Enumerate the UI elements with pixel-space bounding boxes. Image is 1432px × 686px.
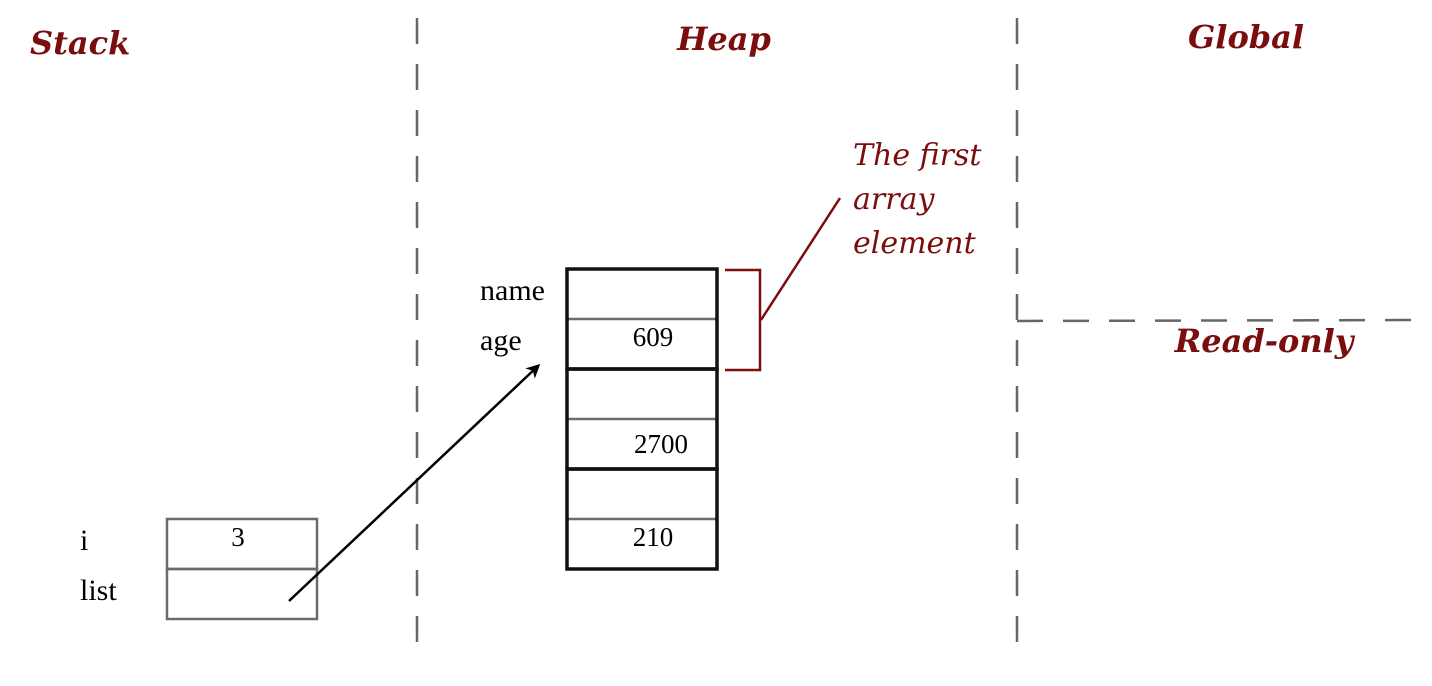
heap-element-2-age: 210 [633,522,674,552]
stack-frame: i list 3 [80,517,319,621]
annotation-leader [759,197,842,321]
annotation-line-2: array [853,182,935,217]
region-title-read-only: Read-only [1174,322,1356,360]
stack-cell-list [165,567,319,621]
region-title-global: Global [1188,18,1304,56]
annotation-bracket [725,268,762,372]
heap-array: name age 609 2700 210 [480,267,719,571]
divider-global-readonly [1016,318,1421,323]
first-element-annotation: The first array element [725,138,982,372]
heap-element-0-age: 609 [633,322,674,352]
pointer-arrow [288,363,541,602]
region-title-stack: Stack [30,24,130,62]
heap-element-1-age: 2700 [634,429,688,459]
heap-element-2 [565,467,719,571]
annotation-line-3: element [853,226,977,261]
region-title-heap: Heap [676,20,771,58]
heap-field-label-age: age [480,324,522,357]
stack-label-list: list [80,574,117,607]
heap-field-label-name: name [480,274,545,307]
stack-value-i: 3 [231,522,245,552]
stack-label-i: i [80,524,88,557]
annotation-line-1: The first [853,138,982,173]
